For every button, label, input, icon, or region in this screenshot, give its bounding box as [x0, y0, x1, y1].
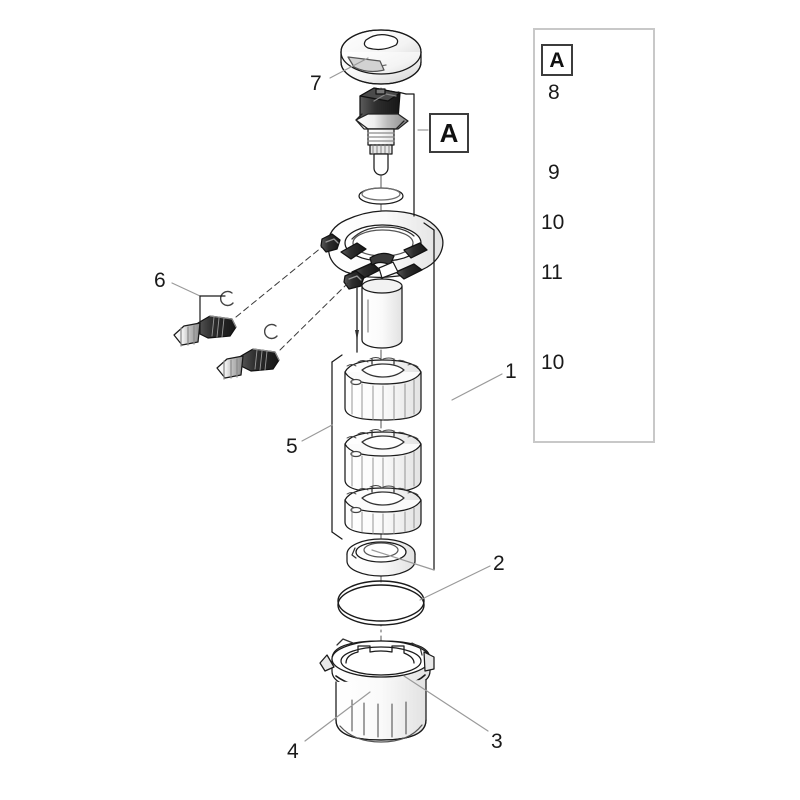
part-foam-filter-top [344, 357, 422, 421]
part-o-ring-seal [337, 580, 425, 626]
part-hose-connector-upper [173, 290, 237, 347]
part-filter-container [319, 638, 435, 743]
bracket-complete-unit [371, 222, 435, 571]
detail-reference-box-a-main: A [429, 113, 469, 153]
panel-callout-number-8: 8 [548, 81, 560, 104]
callout-number-3: 3 [491, 730, 503, 753]
bracket-detail-a-main [397, 91, 415, 217]
assembly-dashed-lines [235, 246, 349, 351]
part-foam-filter-bottom [344, 485, 422, 535]
callout-number-2: 2 [493, 552, 505, 575]
part-retainer-plate [346, 538, 416, 577]
callout-number-4: 4 [287, 740, 299, 763]
panel-callout-number-10-lower: 10 [541, 351, 565, 374]
part-foam-filter-middle [344, 429, 422, 493]
detail-reference-box-a-panel: A [541, 44, 573, 76]
callout-number-7: 7 [310, 72, 322, 95]
panel-callout-number-9: 9 [548, 161, 560, 184]
part-uvc-head-main [355, 87, 409, 176]
detail-view-a-panel [533, 28, 655, 443]
part-filter-head [320, 210, 444, 353]
part-o-ring-head [358, 187, 404, 205]
panel-callout-number-10-upper: 10 [541, 211, 565, 234]
part-lid-cap [340, 29, 422, 85]
callout-number-5: 5 [286, 435, 298, 458]
part-hose-connector-lower [216, 323, 280, 380]
leader-lines-main [171, 57, 503, 742]
callout-number-6: 6 [154, 269, 166, 292]
callout-number-1: 1 [505, 360, 517, 383]
panel-callout-number-11: 11 [541, 261, 563, 284]
